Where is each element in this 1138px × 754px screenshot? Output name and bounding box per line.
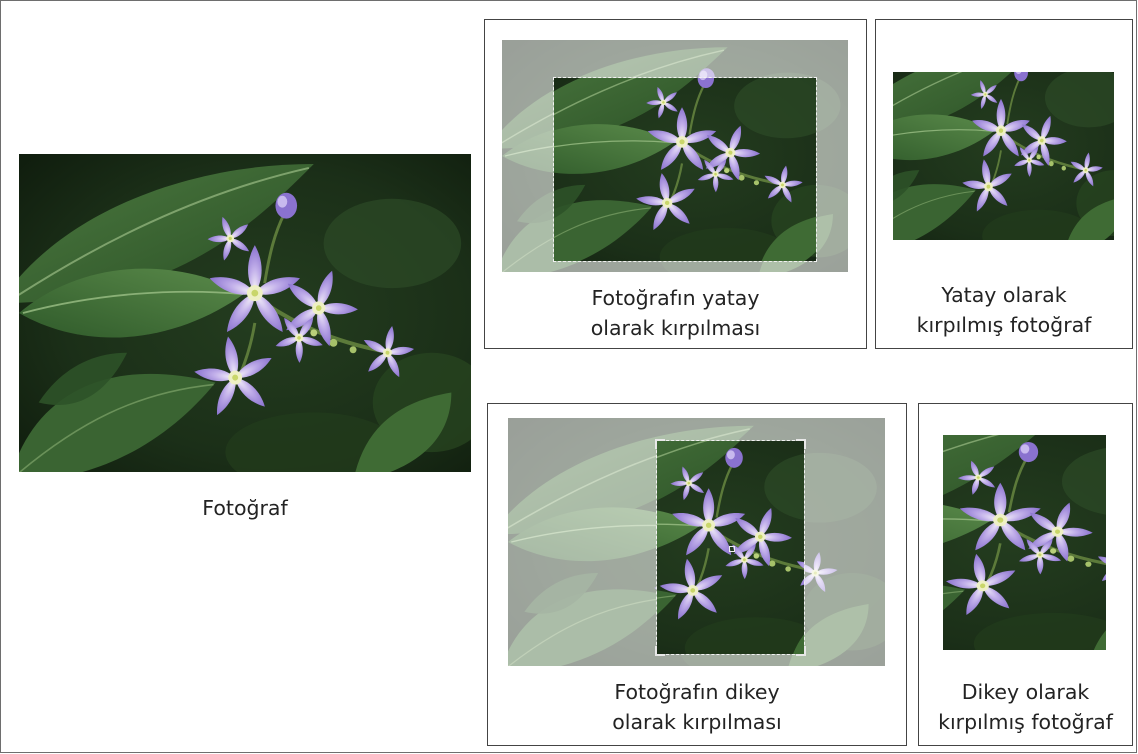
horizontal-crop-panel: Fotoğrafın yatay olarak kırpılması xyxy=(484,19,867,349)
horizontal-crop-selection xyxy=(553,77,817,262)
vertical-crop-panel: Fotoğrafın dikey olarak kırpılması xyxy=(487,403,907,746)
horizontal-crop-caption: Fotoğrafın yatay olarak kırpılması xyxy=(485,283,866,343)
horizontal-cropped-photo xyxy=(893,72,1114,240)
vertical-result-panel: Dikey olarak kırpılmış fotoğraf xyxy=(918,403,1133,746)
original-photo-caption: Fotoğraf xyxy=(19,493,471,523)
crop-handle-bottom-right[interactable] xyxy=(796,646,806,656)
crop-handle-top-left[interactable] xyxy=(655,439,665,449)
crop-center-handle[interactable] xyxy=(729,546,735,552)
crop-handle-bottom-left[interactable] xyxy=(655,646,665,656)
original-photo xyxy=(19,154,471,472)
vertical-cropped-photo xyxy=(943,435,1106,650)
horizontal-result-panel: Yatay olarak kırpılmış fotoğraf xyxy=(875,19,1133,349)
vertical-crop-caption: Fotoğrafın dikey olarak kırpılması xyxy=(488,677,906,737)
crop-handle-top-right[interactable] xyxy=(796,439,806,449)
horizontal-result-caption: Yatay olarak kırpılmış fotoğraf xyxy=(876,280,1132,340)
vertical-result-caption: Dikey olarak kırpılmış fotoğraf xyxy=(919,677,1132,737)
vertical-crop-selection xyxy=(656,440,805,655)
